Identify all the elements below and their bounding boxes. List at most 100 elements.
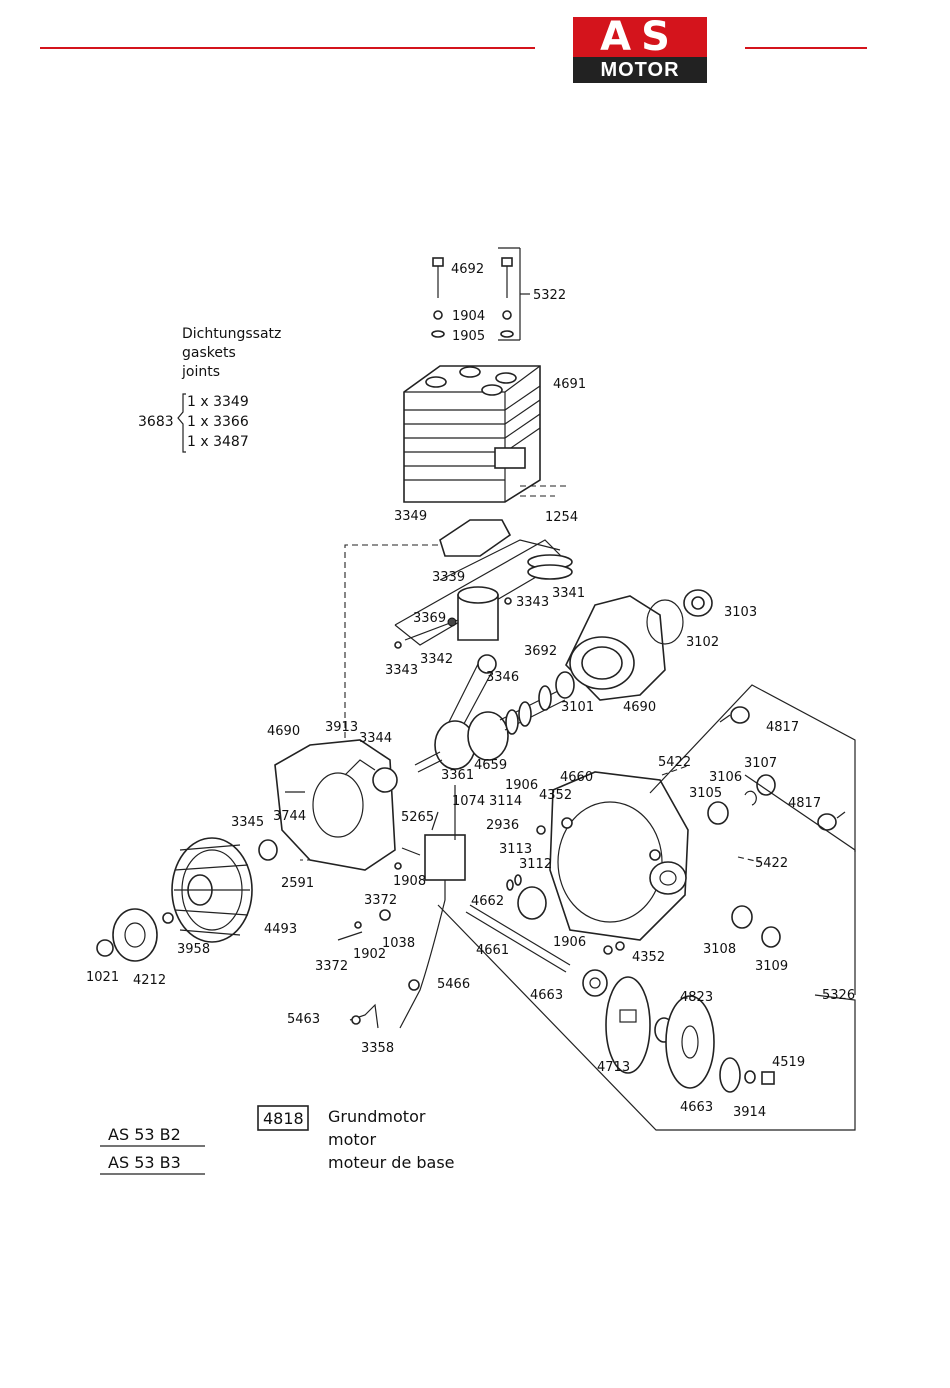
part-label: 3744 bbox=[273, 809, 306, 824]
cylinder bbox=[403, 365, 541, 503]
part-label: 1902 bbox=[353, 947, 386, 962]
gasket-kit-item: 1 x 3349 bbox=[187, 394, 249, 410]
model-name: AS 53 B2 bbox=[108, 1125, 181, 1144]
starter-pawl bbox=[96, 908, 174, 962]
part-label: 2936 bbox=[486, 818, 519, 833]
part-label: 4690 bbox=[623, 700, 656, 715]
gasket-kit-label-en: gaskets bbox=[182, 345, 236, 361]
clutch-plates bbox=[582, 969, 775, 1093]
part-label: 4817 bbox=[788, 796, 821, 811]
part-label: 4352 bbox=[539, 788, 572, 803]
part-label: 3339 bbox=[432, 570, 465, 585]
gasket-kit-label-fr: joints bbox=[181, 364, 220, 380]
crankcase-half-right bbox=[565, 589, 713, 701]
part-label: 4519 bbox=[772, 1055, 805, 1070]
part-label: 3108 bbox=[703, 942, 736, 957]
part-label: 3958 bbox=[177, 942, 210, 957]
part-label: 5466 bbox=[437, 977, 470, 992]
cylinder-screws-1254 bbox=[520, 485, 570, 497]
part-label: 4692 bbox=[451, 262, 484, 277]
part-label: 3692 bbox=[524, 644, 557, 659]
part-label: 5326 bbox=[822, 988, 855, 1003]
part-label: 3113 bbox=[499, 842, 532, 857]
crankcase-half-left bbox=[274, 739, 398, 871]
kit-brace bbox=[177, 393, 186, 453]
part-label: 3107 bbox=[744, 756, 777, 771]
part-label: 4663 bbox=[680, 1100, 713, 1115]
part-label: 4212 bbox=[133, 973, 166, 988]
part-label: 3372 bbox=[315, 959, 348, 974]
part-label: 3105 bbox=[689, 786, 722, 801]
part-label: 4823 bbox=[680, 990, 713, 1005]
part-label: 3112 bbox=[519, 857, 552, 872]
part-label: 4352 bbox=[632, 950, 665, 965]
part-label: 1254 bbox=[545, 510, 578, 525]
assembly-number-box bbox=[257, 1105, 309, 1131]
part-label: 3102 bbox=[686, 635, 719, 650]
part-label: 3341 bbox=[552, 586, 585, 601]
title-fr: moteur de base bbox=[328, 1153, 455, 1172]
logo-brand-bottom: MOTOR bbox=[573, 57, 707, 83]
gasket-kit-item: 1 x 3366 bbox=[187, 414, 249, 430]
title-de: Grundmotor bbox=[328, 1107, 426, 1126]
part-label: 2591 bbox=[281, 876, 314, 891]
part-label: 3361 bbox=[441, 768, 474, 783]
part-label: 3345 bbox=[231, 815, 264, 830]
bearings-right bbox=[661, 706, 846, 948]
part-label: 4659 bbox=[474, 758, 507, 773]
part-label: 5322 bbox=[533, 288, 566, 303]
part-label: 1038 bbox=[382, 936, 415, 951]
part-label: 3114 bbox=[489, 794, 522, 809]
part-label: 3372 bbox=[364, 893, 397, 908]
part-label: 3343 bbox=[385, 663, 418, 678]
part-label: 1905 bbox=[452, 329, 485, 344]
part-label: 4691 bbox=[553, 377, 586, 392]
part-label: 1904 bbox=[452, 309, 485, 324]
part-label: 3358 bbox=[361, 1041, 394, 1056]
part-label: 1908 bbox=[393, 874, 426, 889]
gasket-kit-item: 1 x 3487 bbox=[187, 434, 249, 450]
part-label: 4660 bbox=[560, 770, 593, 785]
ignition-module bbox=[399, 785, 466, 1029]
crankshaft bbox=[414, 654, 575, 773]
part-label: 3106 bbox=[709, 770, 742, 785]
part-label: 4661 bbox=[476, 943, 509, 958]
part-label: 3349 bbox=[394, 509, 427, 524]
part-label: 3343 bbox=[516, 595, 549, 610]
header-rule-right bbox=[745, 47, 867, 49]
part-label: 4713 bbox=[597, 1060, 630, 1075]
model-name: AS 53 B3 bbox=[108, 1153, 181, 1172]
part-label: 1906 bbox=[553, 935, 586, 950]
part-label: 5265 bbox=[401, 810, 434, 825]
piston-group bbox=[394, 539, 573, 649]
part-label: 3101 bbox=[561, 700, 594, 715]
flywheel bbox=[171, 837, 278, 943]
part-label: 3342 bbox=[420, 652, 453, 667]
part-label: 3369 bbox=[413, 611, 446, 626]
part-label: 1074 bbox=[452, 794, 485, 809]
gasket-kit-number: 3683 bbox=[138, 414, 174, 430]
as-motor-logo: AS MOTOR bbox=[573, 17, 707, 85]
part-label: 4662 bbox=[471, 894, 504, 909]
part-label: 5463 bbox=[287, 1012, 320, 1027]
part-label: 3344 bbox=[359, 731, 392, 746]
part-label: 1021 bbox=[86, 970, 119, 985]
gasket-kit-label-de: Dichtungssatz bbox=[182, 326, 281, 342]
part-label: 4663 bbox=[530, 988, 563, 1003]
base-gasket bbox=[439, 519, 512, 557]
title-en: motor bbox=[328, 1130, 376, 1149]
assembly-number: 4818 bbox=[263, 1109, 304, 1128]
logo-brand-top: AS bbox=[573, 17, 707, 57]
part-label: 1906 bbox=[505, 778, 538, 793]
part-label: 4493 bbox=[264, 922, 297, 937]
header-rule-left bbox=[40, 47, 535, 49]
part-label: 3103 bbox=[724, 605, 757, 620]
cylinder-bolts bbox=[431, 247, 530, 341]
part-label: 3109 bbox=[755, 959, 788, 974]
part-label: 5422 bbox=[658, 755, 691, 770]
part-label: 4690 bbox=[267, 724, 300, 739]
drive-gear-shaft bbox=[465, 874, 571, 973]
part-label: 3914 bbox=[733, 1105, 766, 1120]
part-label: 3913 bbox=[325, 720, 358, 735]
